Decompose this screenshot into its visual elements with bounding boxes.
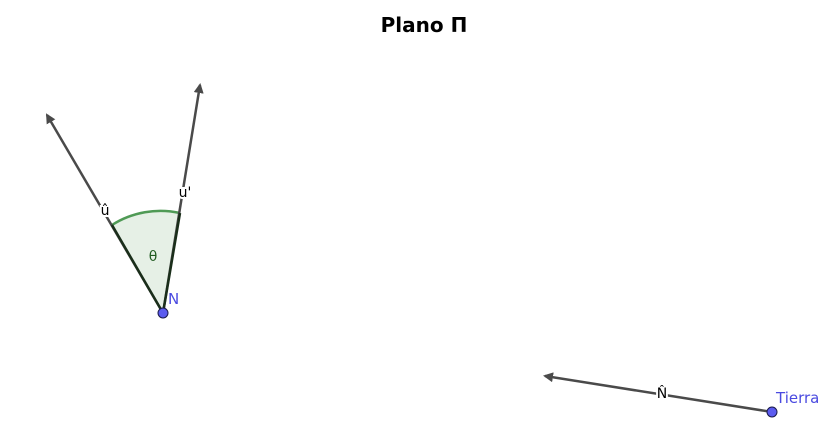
diagram-title: Plano Π — [381, 13, 468, 37]
point-n[interactable] — [157, 307, 169, 319]
angle-theta-sector — [112, 210, 180, 313]
label-u-prime: u' — [179, 185, 192, 201]
label-point-n: N — [168, 290, 179, 308]
label-n-hat: N̂ — [657, 385, 667, 402]
angle-edge-u-hat — [110, 224, 165, 314]
point-tierra[interactable] — [766, 406, 778, 418]
angle-theta-arc — [111, 209, 181, 227]
vector-n-hat[interactable] — [543, 372, 773, 414]
label-u-hat: û — [101, 203, 110, 219]
label-theta: θ — [149, 249, 158, 265]
label-point-tierra: Tierra — [775, 389, 819, 407]
angle-edge-u-prime — [161, 212, 182, 314]
